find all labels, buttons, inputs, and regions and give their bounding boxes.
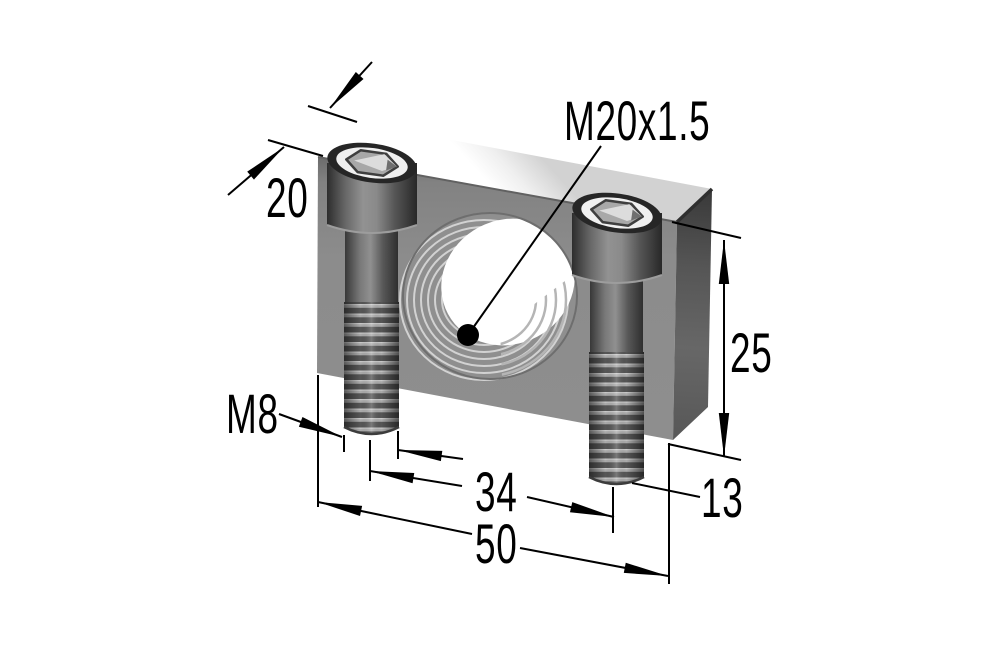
label-depth: 20 <box>266 166 309 229</box>
block-right-face <box>673 189 712 440</box>
dimension-spacing-34 <box>369 470 615 518</box>
block-right-fold-edge <box>675 187 714 224</box>
dimension-lines <box>227 61 742 584</box>
dimension-offset-13 <box>397 449 701 498</box>
label-center-thread: M20x1.5 <box>564 89 711 152</box>
label-hole-spacing: 34 <box>475 460 518 523</box>
label-side-offset: 13 <box>701 466 744 529</box>
threaded-hole <box>399 212 578 381</box>
label-overall-width: 50 <box>475 512 518 575</box>
label-screw-thread: M8 <box>226 382 279 445</box>
dimension-height-25 <box>667 221 742 461</box>
label-height: 25 <box>730 321 773 384</box>
leader-m8-screw <box>278 413 343 438</box>
hole-light-through <box>441 218 575 346</box>
dimension-width-50 <box>317 501 669 577</box>
dimension-depth-20 <box>227 61 373 196</box>
leader-m20-thread <box>457 145 602 346</box>
leader-dot <box>457 324 479 346</box>
